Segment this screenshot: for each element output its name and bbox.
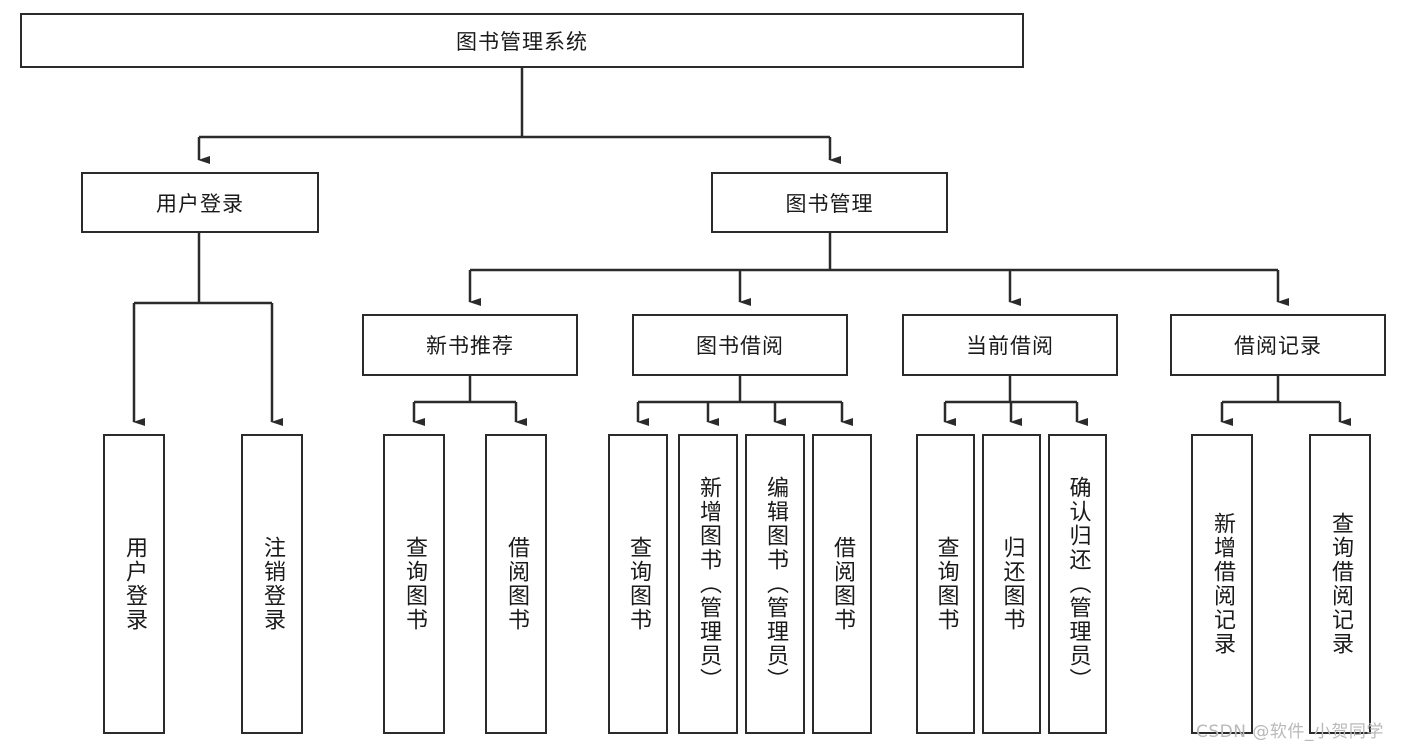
leaf-query-borrow-record-label: 查询借阅记录 <box>1327 512 1353 656</box>
leaf-edit-book-admin-label: 编辑图书（管理员） <box>762 476 788 692</box>
leaf-add-book-admin-label: 新增图书（管理员） <box>695 476 721 692</box>
node-user-login-label: 用户登录 <box>156 191 244 216</box>
node-book-management-label: 图书管理 <box>785 191 874 216</box>
node-book-borrow[interactable]: 图书借阅 <box>632 314 848 376</box>
node-new-book-recommend-label: 新书推荐 <box>426 334 514 358</box>
leaf-return-book[interactable]: 归还图书 <box>982 434 1041 734</box>
leaf-query-book-borrow-label: 查询图书 <box>625 536 651 632</box>
leaf-query-book-borrow[interactable]: 查询图书 <box>608 434 668 734</box>
watermark: CSDN @软件_小贺同学 <box>1196 722 1384 742</box>
leaf-query-book-recommend-label: 查询图书 <box>401 536 427 632</box>
node-new-book-recommend[interactable]: 新书推荐 <box>362 314 578 376</box>
node-root-label: 图书管理系统 <box>456 29 588 54</box>
node-borrow-record[interactable]: 借阅记录 <box>1170 314 1386 376</box>
leaf-borrow-book-label: 借阅图书 <box>829 536 855 632</box>
node-root[interactable]: 图书管理系统 <box>20 13 1024 68</box>
leaf-add-book-admin[interactable]: 新增图书（管理员） <box>678 434 738 734</box>
node-user-login[interactable]: 用户登录 <box>81 172 319 233</box>
leaf-confirm-return-admin-label: 确认归还（管理员） <box>1065 476 1091 692</box>
node-current-borrow[interactable]: 当前借阅 <box>902 314 1118 376</box>
node-current-borrow-label: 当前借阅 <box>966 334 1054 358</box>
leaf-query-book-current-label: 查询图书 <box>933 536 959 632</box>
leaf-query-book-recommend[interactable]: 查询图书 <box>383 434 445 734</box>
node-book-borrow-label: 图书借阅 <box>696 334 784 358</box>
leaf-add-borrow-record-label: 新增借阅记录 <box>1209 512 1235 656</box>
leaf-return-book-label: 归还图书 <box>999 536 1025 632</box>
leaf-confirm-return-admin[interactable]: 确认归还（管理员） <box>1048 434 1107 734</box>
leaf-borrow-book-recommend-label: 借阅图书 <box>503 536 529 632</box>
node-borrow-record-label: 借阅记录 <box>1234 334 1322 358</box>
leaf-borrow-book-recommend[interactable]: 借阅图书 <box>485 434 547 734</box>
leaf-add-borrow-record[interactable]: 新增借阅记录 <box>1191 434 1253 734</box>
leaf-query-book-current[interactable]: 查询图书 <box>916 434 975 734</box>
leaf-query-borrow-record[interactable]: 查询借阅记录 <box>1309 434 1371 734</box>
leaf-user-login[interactable]: 用户登录 <box>103 434 165 734</box>
leaf-user-login-label: 用户登录 <box>121 536 147 632</box>
node-book-management[interactable]: 图书管理 <box>711 172 948 233</box>
leaf-edit-book-admin[interactable]: 编辑图书（管理员） <box>745 434 805 734</box>
leaf-logout[interactable]: 注销登录 <box>241 434 303 734</box>
leaf-logout-label: 注销登录 <box>259 536 285 632</box>
leaf-borrow-book[interactable]: 借阅图书 <box>812 434 872 734</box>
